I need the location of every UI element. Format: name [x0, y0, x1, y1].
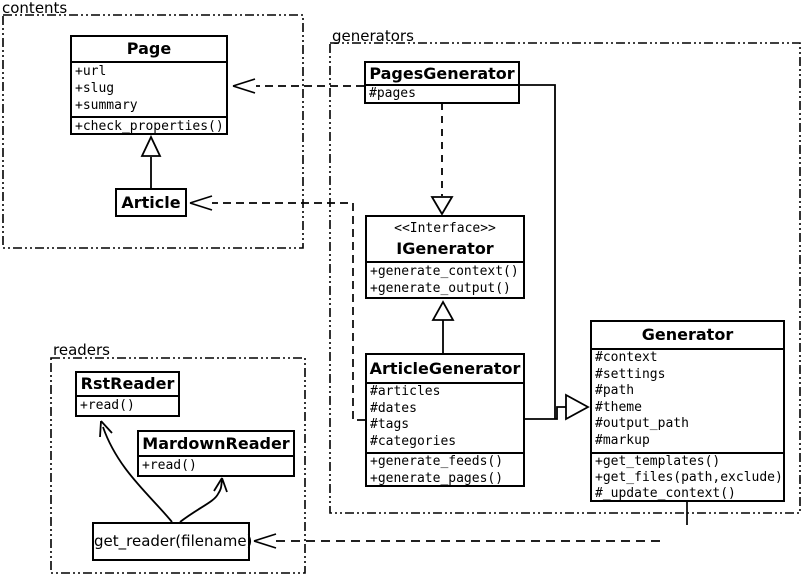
attribute-row: +slug: [75, 81, 115, 96]
function-get-reader: get_reader(filename): [92, 522, 253, 561]
package-generators-border: [329, 42, 801, 514]
class-igenerator: <<Interface>> IGenerator +generate_conte…: [365, 215, 525, 299]
class-article: Article: [115, 188, 187, 217]
method-row: +read(): [80, 398, 135, 413]
dependency-articlegenerator-article: [212, 202, 365, 421]
class-articlegenerator-title: ArticleGenerator: [369, 359, 521, 378]
class-generator-title: Generator: [641, 325, 734, 344]
package-readers-label: readers: [53, 341, 110, 359]
class-article-title: Article: [121, 193, 181, 212]
class-rstreader-title: RstReader: [80, 374, 175, 393]
dependency-generator-getreader-arrowhead: [253, 533, 277, 549]
method-row: +generate_context(): [370, 264, 519, 279]
method-row: +check_properties(): [75, 119, 224, 134]
attribute-row: +summary: [75, 98, 138, 113]
package-generators-label: generators: [332, 27, 414, 45]
method-row: #_update_context(): [595, 486, 736, 501]
class-articlegenerator: ArticleGenerator #articles #dates #tags …: [365, 353, 525, 487]
package-contents-label: contents: [2, 0, 68, 17]
inheritance-article-page-arrowhead: [140, 134, 162, 157]
class-pagesgenerator: PagesGenerator #pages: [364, 61, 520, 104]
class-generator: Generator #context #settings #path #them…: [590, 320, 785, 502]
class-rstreader: RstReader +read(): [75, 371, 180, 417]
package-readers-border: [50, 357, 306, 574]
package-contents-border: [2, 14, 304, 249]
arrow-getreader-mardownreader: [179, 479, 223, 523]
attribute-row: #output_path: [595, 416, 689, 432]
attribute-row: +url: [75, 64, 107, 79]
class-mardownreader-title: MardownReader: [142, 434, 290, 453]
realization-pagesgenerator-igenerator-arrowhead: [430, 196, 454, 216]
attribute-row: #theme: [595, 399, 642, 415]
dependency-pagesgenerator-page-arrowhead: [232, 78, 256, 94]
method-row: +generate_pages(): [370, 470, 504, 486]
class-pagesgenerator-title: PagesGenerator: [369, 64, 515, 83]
arrow-getreader-rstreader-arrowhead: [99, 420, 113, 438]
method-row: +read(): [142, 458, 197, 473]
attribute-row: #markup: [595, 432, 650, 448]
class-mardownreader: MardownReader +read(): [137, 430, 295, 477]
function-get-reader-label: get_reader(filename): [94, 532, 253, 550]
attribute-row: #dates: [370, 400, 417, 416]
arrow-getreader-mardownreader-arrowhead: [213, 477, 228, 493]
method-row: +get_templates(): [595, 454, 721, 469]
inheritance-generators-generator-arrowhead: [565, 393, 590, 421]
attribute-row: #context: [595, 350, 658, 365]
dependency-articlegenerator-article-arrowhead: [189, 195, 213, 211]
arrow-getreader-rstreader: [102, 426, 173, 523]
attribute-row: #path: [595, 383, 635, 399]
attribute-row: #tags: [370, 417, 410, 432]
class-igenerator-stereotype: <<Interface>>: [394, 221, 496, 236]
inheritance-articlegenerator-igenerator-arrowhead: [431, 300, 455, 321]
method-row: +generate_feeds(): [370, 454, 504, 469]
class-igenerator-title: IGenerator: [396, 239, 494, 258]
attribute-row: #settings: [595, 366, 666, 382]
class-page-title: Page: [126, 39, 172, 58]
method-row: +generate_output(): [370, 281, 511, 296]
attribute-row: #categories: [370, 433, 457, 449]
attribute-row: #articles: [370, 384, 441, 399]
inheritance-generators-generator-lines: [520, 84, 566, 420]
class-page: Page +url +slug +summary +check_properti…: [70, 35, 228, 135]
attribute-row: #pages: [369, 86, 416, 101]
method-row: +get_files(path,exclude): [595, 470, 783, 485]
